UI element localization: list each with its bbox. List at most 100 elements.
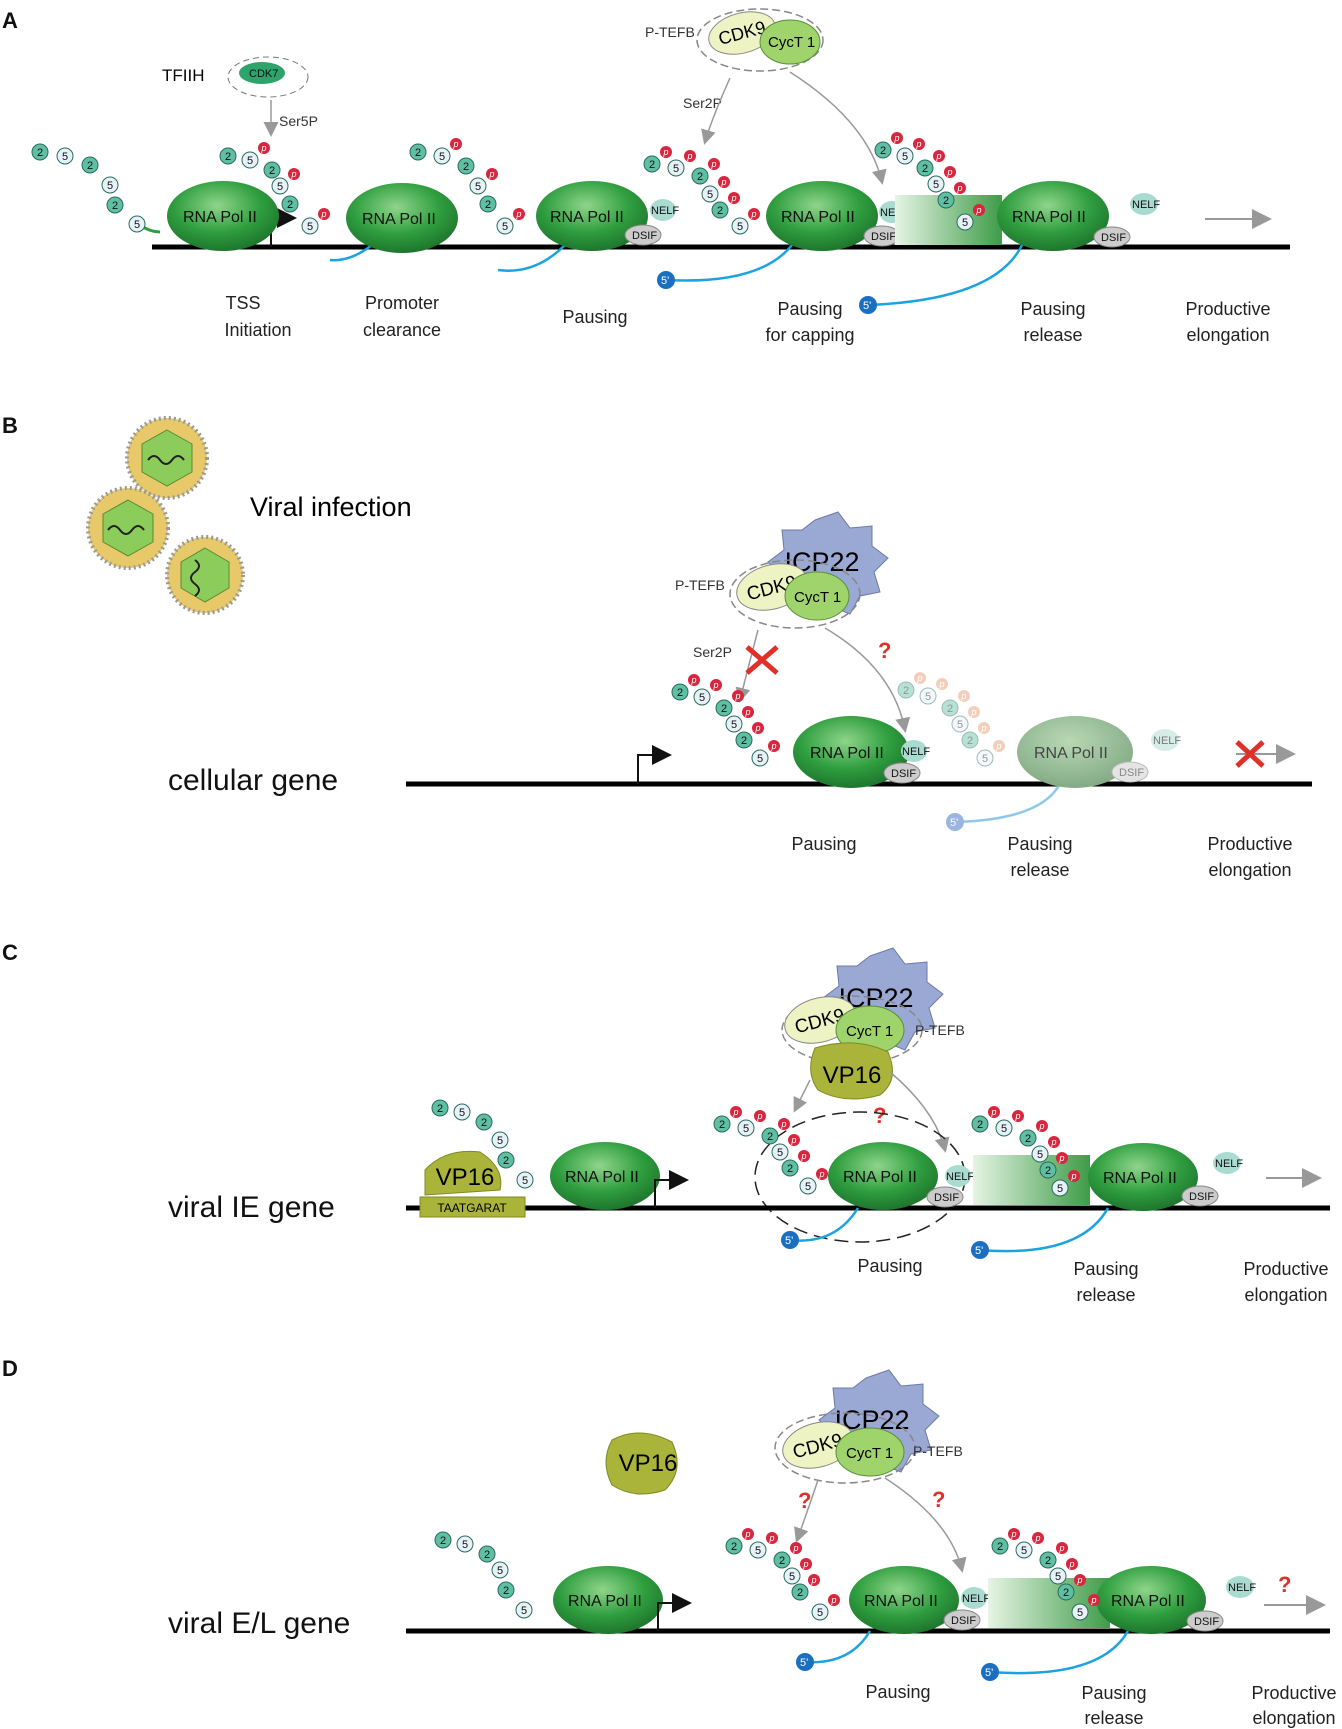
- ctd-ser2-bead: 2: [497, 1581, 515, 1599]
- svg-text:2: 2: [787, 1163, 793, 1175]
- panel-c: C ICP22 CDK9 CycT 1 P-TEFB VP16 ? viral …: [2, 940, 1330, 1305]
- svg-text:5: 5: [439, 151, 445, 163]
- ser5p-label: Ser5P: [279, 113, 318, 129]
- svg-text:p: p: [710, 159, 716, 169]
- phospho-mark: p: [1048, 1136, 1060, 1148]
- dsif-label: DSIF: [1119, 767, 1144, 779]
- stage-label: Productive: [1251, 1683, 1336, 1703]
- ctd-ser2-bead: 2: [263, 161, 281, 179]
- svg-text:p: p: [946, 167, 952, 177]
- virion-icon: [165, 535, 245, 615]
- pol-label: RNA Pol II: [864, 1593, 938, 1610]
- pol-label: RNA Pol II: [1103, 1170, 1177, 1187]
- tss-arrow-c: [654, 1170, 689, 1208]
- svg-text:5: 5: [743, 1123, 749, 1135]
- dsif-factor: [1186, 1610, 1224, 1632]
- svg-text:2: 2: [922, 163, 928, 175]
- phospho-mark: p: [754, 1110, 766, 1122]
- pol-label: RNA Pol II: [1012, 209, 1086, 226]
- cyct1-label-d: CycT 1: [846, 1445, 893, 1462]
- svg-text:p: p: [780, 1119, 786, 1129]
- phospho-mark: p: [954, 182, 966, 194]
- svg-text:p: p: [488, 169, 494, 179]
- ctd-ser5-bead: 5: [128, 215, 146, 233]
- phospho-mark: p: [660, 146, 672, 158]
- five-prime-label: 5': [661, 275, 669, 287]
- phospho-mark: p: [1012, 1110, 1024, 1122]
- svg-text:5: 5: [521, 1605, 527, 1617]
- stage-label: Pausing: [1073, 1259, 1138, 1279]
- panel-b: B Viral infection ICP22 P-TEFB CDK9 CycT…: [2, 413, 1312, 880]
- svg-text:5: 5: [522, 1175, 528, 1187]
- svg-text:p: p: [730, 193, 736, 203]
- svg-text:2: 2: [697, 171, 703, 183]
- svg-text:p: p: [792, 1543, 798, 1553]
- ctd-ser2-bead: 2: [643, 155, 661, 173]
- nelf-factor: [1130, 193, 1158, 215]
- nelf-label: NELF: [1153, 735, 1181, 747]
- ctd-ser5-bead: 5: [771, 1143, 789, 1161]
- ctd-ser2-bead: 2: [497, 1151, 515, 1169]
- vp16-protein: [605, 1432, 678, 1495]
- svg-text:2: 2: [721, 703, 727, 715]
- pol-label: RNA Pol II: [568, 1593, 642, 1610]
- svg-text:p: p: [515, 209, 521, 219]
- rna-pol-ii: [793, 716, 909, 788]
- svg-text:2: 2: [1045, 1555, 1051, 1567]
- svg-text:p: p: [1010, 1529, 1016, 1539]
- phospho-mark: p: [258, 142, 270, 154]
- svg-text:p: p: [800, 1151, 806, 1161]
- svg-text:5: 5: [1055, 1571, 1061, 1583]
- pol-label: RNA Pol II: [1034, 745, 1108, 762]
- phospho-mark: p: [730, 1106, 742, 1118]
- svg-text:5: 5: [707, 189, 713, 201]
- ctd-ser2-bead: 2: [791, 1583, 809, 1601]
- ctd-ser2-bead: 2: [937, 191, 955, 209]
- question-mark: ?: [798, 1488, 811, 1513]
- ctd-ser2-bead: 2: [479, 195, 497, 213]
- phospho-mark: p: [684, 150, 696, 162]
- svg-text:5: 5: [699, 692, 705, 704]
- svg-text:p: p: [770, 741, 776, 751]
- ctd-ser2-bead: 2: [1019, 1129, 1037, 1147]
- svg-text:2: 2: [649, 159, 655, 171]
- ctd-ser2-bead: 2: [711, 201, 729, 219]
- ctd-ser2-bead: 2: [715, 699, 733, 717]
- ctd-ser5-bead: 5: [496, 217, 514, 235]
- ctd-ser2-bead: 2: [991, 1537, 1009, 1555]
- nelf-factor: [961, 1587, 987, 1609]
- dsif-label: DSIF: [1189, 1191, 1214, 1203]
- ctd-ser5-bead: 5: [1015, 1541, 1033, 1559]
- rna-pol-ii: [849, 1566, 959, 1634]
- svg-text:5: 5: [925, 691, 931, 703]
- ctd-ser2-bead: 2: [941, 699, 959, 717]
- pol-label: RNA Pol II: [565, 1169, 639, 1186]
- stage-label: elongation: [1186, 325, 1269, 345]
- svg-text:2: 2: [997, 1541, 1003, 1553]
- vp16-label: VP16: [436, 1164, 495, 1191]
- rna-pol-ii: [167, 181, 279, 251]
- svg-text:p: p: [802, 1559, 808, 1569]
- ctd-ser2-bead: 2: [961, 731, 979, 749]
- nelf-label: NELF: [962, 1593, 990, 1605]
- stage-label: release: [1084, 1708, 1143, 1728]
- gene-label-d: viral E/L gene: [168, 1607, 350, 1640]
- svg-text:5: 5: [62, 151, 68, 163]
- ctd-ser2-bead: 2: [725, 1537, 743, 1555]
- svg-text:2: 2: [37, 147, 43, 159]
- five-prime-label: 5': [800, 1657, 808, 1669]
- svg-text:5: 5: [777, 1147, 783, 1159]
- cyct1-subunit-a: [759, 19, 821, 65]
- ctd-ser5-bead: 5: [725, 715, 743, 733]
- nelf-label: NELF: [902, 746, 930, 758]
- pol-label: RNA Pol II: [781, 209, 855, 226]
- svg-text:p: p: [1090, 1595, 1096, 1605]
- dsif-factor: [926, 1186, 964, 1208]
- ctd-ser5-bead: 5: [995, 1119, 1013, 1137]
- svg-text:2: 2: [967, 735, 973, 747]
- svg-text:2: 2: [719, 1119, 725, 1131]
- nelf-factor: [901, 740, 927, 762]
- svg-text:5: 5: [307, 221, 313, 233]
- svg-text:p: p: [1068, 1559, 1074, 1569]
